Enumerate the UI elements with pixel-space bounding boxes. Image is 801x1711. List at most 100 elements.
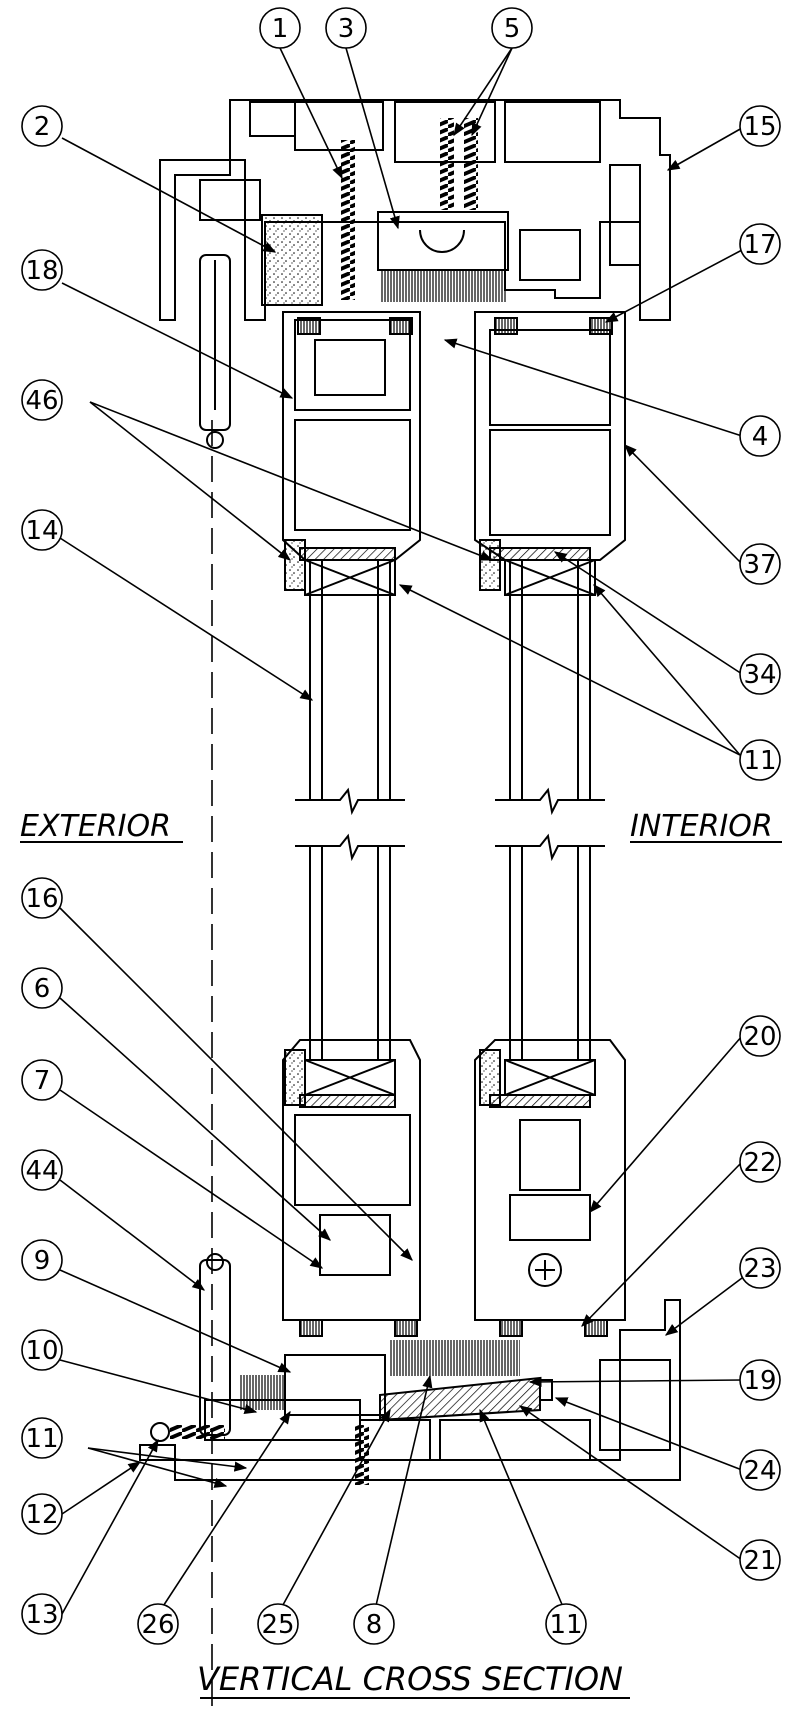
- svg-text:11: 11: [25, 1424, 58, 1454]
- svg-text:44: 44: [25, 1156, 58, 1186]
- roller-20: [509, 1194, 591, 1241]
- callout-9: 9: [21, 1239, 63, 1281]
- callout-1: 1: [259, 7, 301, 49]
- svg-text:18: 18: [25, 256, 58, 286]
- callout-18: 18: [21, 249, 63, 291]
- brush-seal-8: [390, 1340, 520, 1376]
- callout-34: 34: [739, 653, 781, 695]
- svg-text:46: 46: [25, 386, 58, 416]
- fin-screw: [206, 431, 224, 449]
- callout-8: 8: [353, 1603, 395, 1645]
- callout-20: 20: [739, 1015, 781, 1057]
- weatherstrip: [297, 317, 321, 335]
- svg-text:5: 5: [504, 14, 521, 44]
- callout-11-bottom: 11: [545, 1603, 587, 1645]
- callout-25: 25: [257, 1603, 299, 1645]
- roller-screw: [528, 1253, 562, 1287]
- head-frame-chamber: [294, 101, 384, 151]
- callout-13: 13: [21, 1593, 63, 1635]
- svg-text:16: 16: [25, 884, 58, 914]
- sill-chamber: [599, 1359, 671, 1451]
- svg-text:34: 34: [743, 660, 776, 690]
- svg-text:10: 10: [25, 1336, 58, 1366]
- svg-text:4: 4: [752, 422, 769, 452]
- svg-text:23: 23: [743, 1254, 776, 1284]
- callout-19: 19: [739, 1359, 781, 1401]
- svg-text:37: 37: [743, 550, 776, 580]
- callout-21: 21: [739, 1539, 781, 1581]
- sash-chamber: [294, 319, 411, 411]
- sash-hardware-6: [319, 1214, 391, 1276]
- svg-text:24: 24: [743, 1456, 776, 1486]
- svg-text:20: 20: [743, 1022, 776, 1052]
- screw-5b: [464, 118, 478, 210]
- weatherstrip-22: [584, 1319, 608, 1337]
- svg-text:12: 12: [25, 1500, 58, 1530]
- end-cap-24: [539, 1379, 553, 1401]
- exterior-fin: [199, 254, 231, 431]
- break-line: [295, 787, 405, 816]
- sill-chamber: [359, 1419, 431, 1461]
- interior-sash-bottom: [474, 1039, 626, 1321]
- sash-chamber: [294, 419, 411, 531]
- head-frame-chamber: [504, 101, 601, 163]
- screw-5a: [440, 118, 454, 210]
- weatherstrip: [394, 1319, 418, 1337]
- callout-15: 15: [739, 105, 781, 147]
- glazing-foam-46: [479, 539, 501, 591]
- callout-14: 14: [21, 509, 63, 551]
- callout-5: 5: [491, 7, 533, 49]
- break-line: [495, 787, 605, 816]
- sash-chamber: [294, 1114, 411, 1206]
- sash-chamber: [489, 429, 611, 536]
- sash-hardware: [314, 339, 386, 396]
- callout-17: 17: [739, 223, 781, 265]
- callout-37: 37: [739, 543, 781, 585]
- callout-11-left: 11: [21, 1417, 63, 1459]
- section-geometry: [139, 99, 681, 1711]
- weatherstrip: [499, 1319, 523, 1337]
- interior-sash-top: [474, 311, 626, 561]
- screw-13: [170, 1425, 225, 1439]
- interior-label: INTERIOR: [630, 809, 773, 844]
- svg-text:17: 17: [743, 230, 776, 260]
- svg-text:11: 11: [549, 1610, 582, 1640]
- callout-26: 26: [137, 1603, 179, 1645]
- callout-11-top: 11: [739, 739, 781, 781]
- sill-pan-21: [379, 1376, 541, 1422]
- svg-text:8: 8: [366, 1610, 383, 1640]
- callout-7: 7: [21, 1059, 63, 1101]
- callout-46: 46: [21, 379, 63, 421]
- glazing-foam-46: [284, 539, 306, 591]
- callout-22: 22: [739, 1141, 781, 1183]
- sill-chamber: [439, 1419, 591, 1461]
- sill-frame-outline: [139, 1299, 681, 1481]
- svg-text:11: 11: [743, 746, 776, 776]
- callout-group: 1 3 5 2 15 18 17 46 4 14 37 34 11 16 6 2…: [21, 7, 781, 1645]
- brush-seal-4: [380, 270, 506, 302]
- head-channel-3: [377, 211, 509, 271]
- screw-1: [341, 140, 355, 300]
- foam-block-2: [261, 214, 323, 306]
- head-frame-chamber: [519, 229, 581, 281]
- svg-text:13: 13: [25, 1600, 58, 1630]
- glazing-bead-34: [489, 547, 591, 561]
- weatherstrip: [494, 317, 518, 335]
- callout-16: 16: [21, 877, 63, 919]
- sash-chamber: [489, 329, 611, 426]
- callout-44: 44: [21, 1149, 63, 1191]
- head-frame-chamber: [609, 164, 641, 266]
- svg-text:1: 1: [272, 14, 289, 44]
- svg-text:15: 15: [743, 112, 776, 142]
- break-line: [295, 833, 405, 862]
- spacer: [304, 559, 396, 596]
- callout-6: 6: [21, 967, 63, 1009]
- roller-housing: [519, 1119, 581, 1191]
- svg-text:14: 14: [25, 516, 58, 546]
- svg-text:19: 19: [743, 1366, 776, 1396]
- break-line: [495, 833, 605, 862]
- svg-text:3: 3: [338, 14, 355, 44]
- head-frame-outline: [159, 99, 671, 321]
